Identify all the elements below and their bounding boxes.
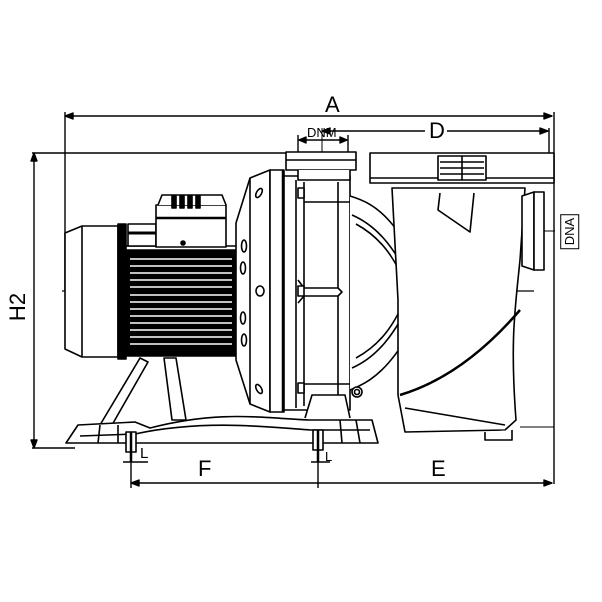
- dimension-label-dna: DNA: [560, 213, 580, 250]
- dimension-label-e: E: [431, 456, 446, 481]
- drain-plug: [351, 386, 363, 398]
- dimension-label-h2: H2: [5, 292, 31, 322]
- dimension-label-a: A: [325, 92, 340, 117]
- pre-filter-basket: [391, 187, 526, 441]
- discharge-flange: [285, 151, 357, 181]
- motor-flange: [235, 169, 285, 413]
- dimension-label-l-right: L: [325, 449, 333, 464]
- dimension-label-f: F: [198, 456, 212, 481]
- terminal-box: [127, 194, 227, 248]
- dimension-label-dnm: DNM: [307, 125, 337, 140]
- motor-fan-cover: [64, 225, 119, 358]
- basket-lid: [369, 152, 555, 184]
- dimension-label-d: D: [429, 118, 445, 143]
- suction-port: [521, 191, 545, 271]
- motor-body: [117, 223, 239, 360]
- motor-support-leg: [99, 357, 187, 426]
- pump-volute: [283, 175, 436, 411]
- base-foot: [65, 394, 379, 462]
- dimension-label-l-left: L: [140, 445, 149, 462]
